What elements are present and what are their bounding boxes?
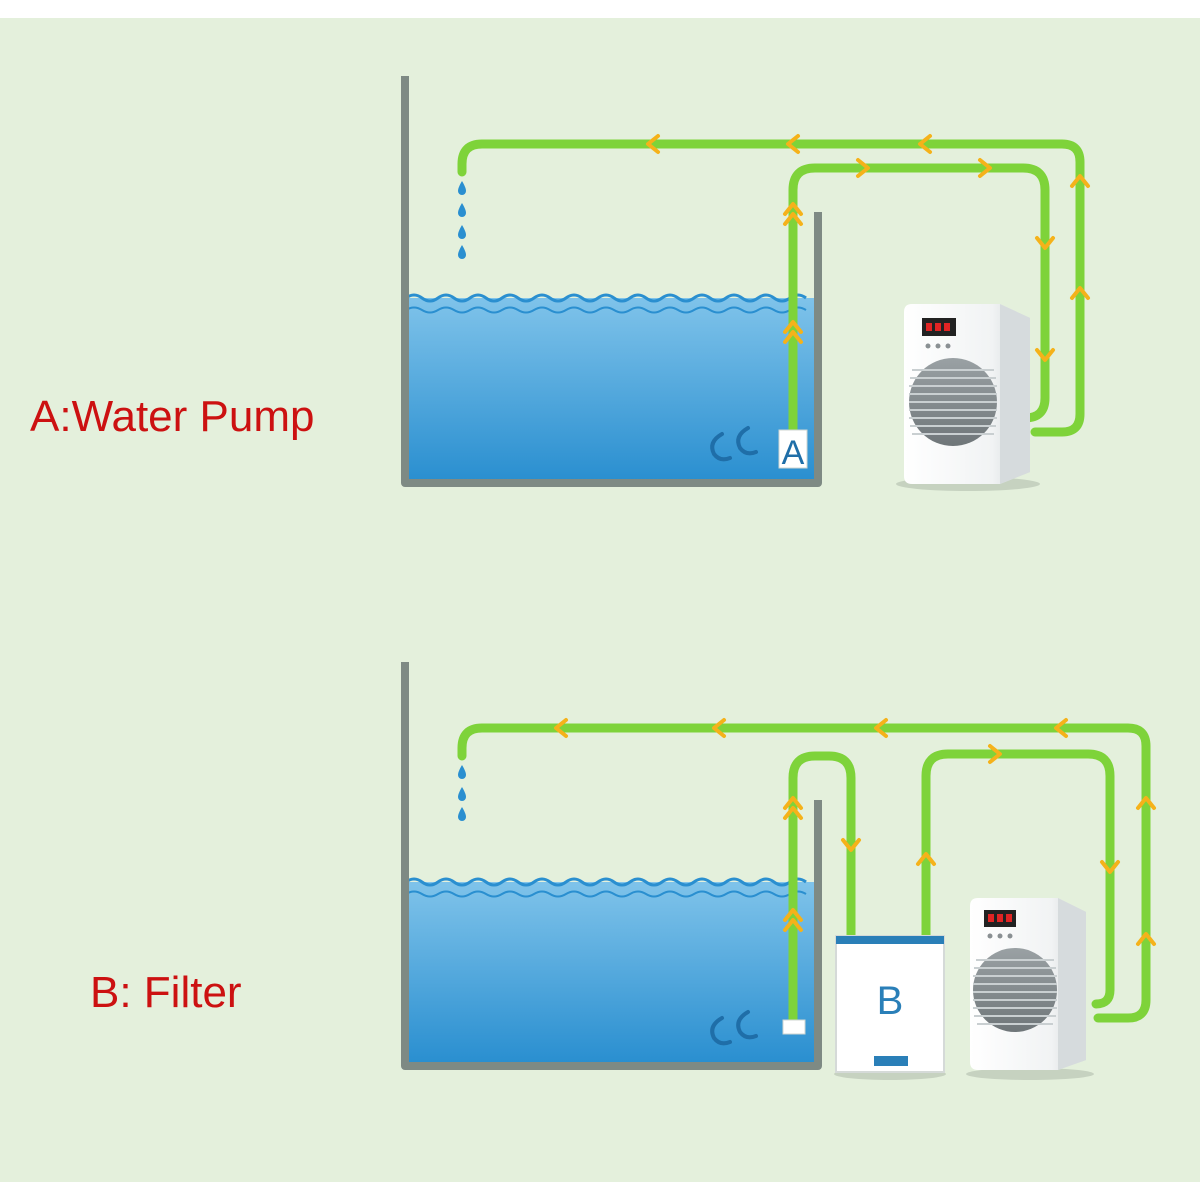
flow-arrows: [554, 718, 1156, 946]
water-flow-swirl-icon: [710, 426, 758, 462]
pipe-network: [457, 139, 1085, 443]
filter-unit-b: B: [834, 935, 946, 1080]
tank-walls: [401, 662, 822, 1070]
water-surface-wave: [405, 890, 807, 898]
tank-water: [406, 298, 814, 480]
water-flow-swirl-icon: [710, 1010, 758, 1046]
chiller-unit-b: [966, 898, 1094, 1080]
water-pump-a: [778, 429, 808, 469]
label-filter: B: Filter: [90, 968, 242, 1017]
intake-strainer: [782, 1019, 806, 1035]
tank-water: [406, 882, 814, 1062]
label-water-pump: A:Water Pump: [30, 392, 315, 441]
water-surface-wave: [405, 293, 807, 303]
tank-walls: [401, 76, 822, 487]
water-drip-icon: [458, 765, 466, 821]
water-surface-wave: [405, 306, 807, 314]
flow-arrows: [646, 134, 1090, 362]
water-pump-a-marker: A: [782, 434, 805, 472]
filter-b-marker: B: [877, 979, 904, 1023]
panel-b: B: [401, 662, 1156, 1080]
panel-a: A: [401, 76, 1090, 491]
pipe-network: [457, 723, 1151, 1027]
chiller-unit-a: [896, 304, 1040, 491]
water-surface-wave: [405, 877, 807, 887]
